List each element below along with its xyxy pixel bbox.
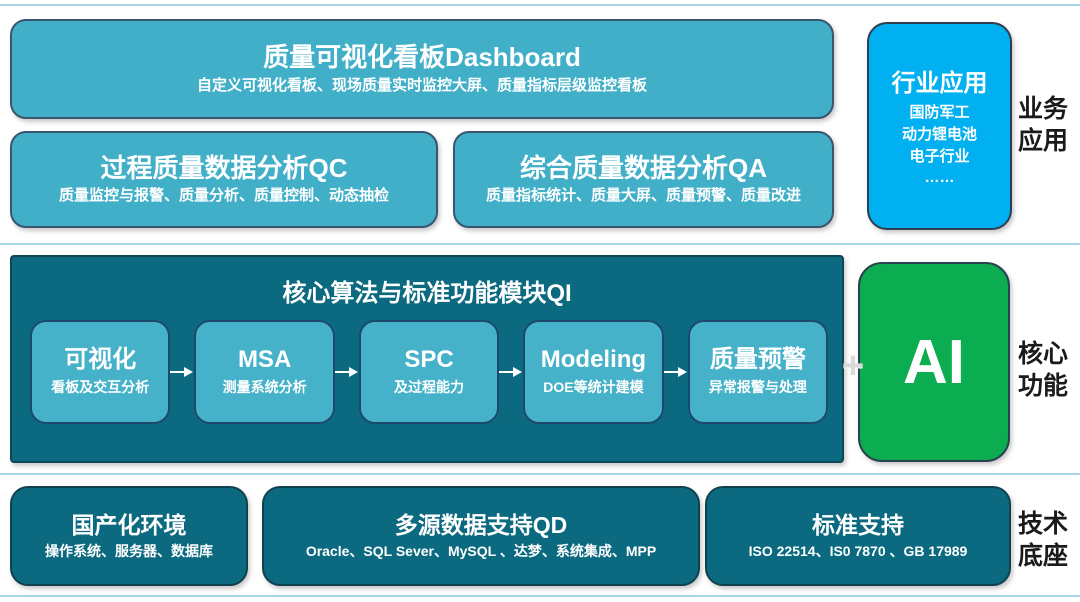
module-subtitle: DOE等统计建模 (543, 379, 644, 396)
arrow-right-icon (170, 366, 194, 378)
industry-item: …… (924, 169, 955, 187)
arrow-right-icon (499, 366, 523, 378)
industry-item: 动力锂电池 (901, 125, 977, 143)
divider-line-business-core (0, 243, 1080, 245)
module-spc: SPC 及过程能力 (358, 320, 500, 424)
tech-layer-label: 技术 底座 (1018, 510, 1069, 570)
ai-box: AI (858, 262, 1010, 462)
qc-subtitle: 质量监控与报警、质量分析、质量控制、动态抽检 (58, 187, 389, 205)
core-container-title: 核心算法与标准功能模块QI (282, 280, 572, 307)
module-subtitle: 看板及交互分析 (51, 379, 150, 396)
arrow-right-icon (663, 366, 688, 378)
standards-support-box: 标准支持 ISO 22514、IS0 7870 、GB 17989 (705, 486, 1011, 586)
module-subtitle: 测量系统分析 (222, 379, 307, 396)
industry-item: 电子行业 (909, 147, 970, 165)
dashboard-title: 质量可视化看板Dashboard (263, 42, 581, 73)
qa-title: 综合质量数据分析QA (519, 152, 767, 183)
module-title: 可视化 (64, 345, 137, 373)
ai-label: AI (903, 327, 965, 397)
module-quality-warning: 质量预警 异常报警与处理 (687, 320, 829, 424)
multi-source-data-box: 多源数据支持QD Oracle、SQL Sever、MySQL 、达梦、系统集成… (262, 486, 700, 586)
tech-box-title: 标准支持 (812, 512, 904, 539)
tech-box-subtitle: Oracle、SQL Sever、MySQL 、达梦、系统集成、MPP (305, 542, 657, 559)
module-title: Modeling (540, 345, 647, 373)
dashboard-box: 质量可视化看板Dashboard 自定义可视化看板、现场质量实时监控大屏、质量指… (10, 19, 834, 119)
industry-title: 行业应用 (891, 70, 988, 97)
module-subtitle: 异常报警与处理 (708, 379, 807, 396)
qa-subtitle: 质量指标统计、质量大屏、质量预警、质量改进 (485, 187, 801, 205)
industry-application-box: 行业应用 国防军工 动力锂电池 电子行业 …… (867, 22, 1012, 230)
domestic-environment-box: 国产化环境 操作系统、服务器、数据库 (10, 486, 248, 586)
plus-icon: + (841, 345, 865, 387)
core-modules-container: 核心算法与标准功能模块QI 可视化 看板及交互分析 MSA 测量系统分析 SPC… (10, 255, 844, 463)
tech-box-subtitle: ISO 22514、IS0 7870 、GB 17989 (748, 542, 968, 559)
module-title: 质量预警 (709, 345, 806, 373)
module-modeling: Modeling DOE等统计建模 (523, 320, 664, 424)
business-layer-label: 业务 应用 (1018, 95, 1069, 155)
dashboard-subtitle: 自定义可视化看板、现场质量实时监控大屏、质量指标层级监控看板 (196, 76, 647, 94)
qa-box: 综合质量数据分析QA 质量指标统计、质量大屏、质量预警、质量改进 (453, 131, 834, 228)
qc-box: 过程质量数据分析QC 质量监控与报警、质量分析、质量控制、动态抽检 (10, 131, 438, 228)
core-layer-label: 核心 功能 (1018, 340, 1069, 400)
tech-box-title: 国产化环境 (71, 512, 187, 539)
divider-line-top (0, 4, 1080, 6)
core-modules-row: 可视化 看板及交互分析 MSA 测量系统分析 SPC 及过程能力 Modelin… (30, 319, 829, 425)
divider-line-bottom (0, 595, 1080, 597)
module-subtitle: 及过程能力 (394, 379, 465, 396)
industry-item: 国防军工 (909, 104, 970, 121)
qc-title: 过程质量数据分析QC (100, 152, 348, 183)
module-msa: MSA 测量系统分析 (194, 320, 335, 424)
tech-box-subtitle: 操作系统、服务器、数据库 (45, 542, 213, 559)
arrow-right-icon (334, 366, 359, 378)
divider-line-core-tech (0, 473, 1080, 475)
module-visualization: 可视化 看板及交互分析 (30, 320, 171, 424)
module-title: SPC (404, 345, 454, 373)
module-title: MSA (237, 345, 292, 373)
tech-box-title: 多源数据支持QD (394, 512, 568, 539)
